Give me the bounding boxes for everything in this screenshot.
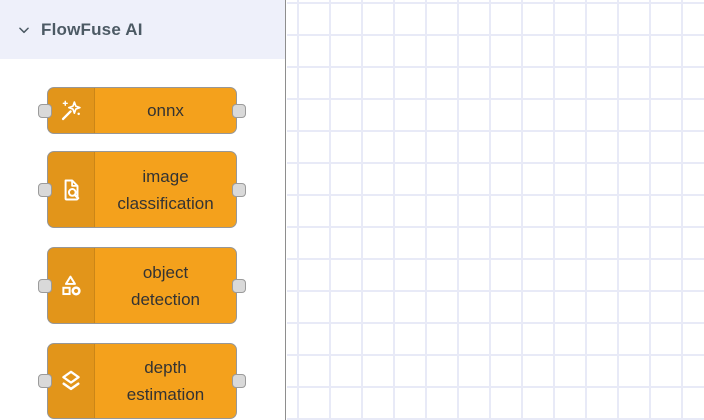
palette-node-object-detection[interactable]: object detection <box>38 247 246 324</box>
output-port[interactable] <box>232 182 246 197</box>
file-search-icon <box>58 177 84 203</box>
wand-sparkles-icon <box>60 99 83 122</box>
node-label: object detection <box>95 248 236 323</box>
node-label: image classification <box>95 152 236 227</box>
node-icon-section <box>48 152 95 227</box>
node-label-line: detection <box>131 289 200 309</box>
node-icon-section <box>48 344 95 418</box>
palette-node-depth-estimation[interactable]: depth estimation <box>38 343 246 419</box>
node-label: depth estimation <box>95 344 236 418</box>
palette-node-image-classification[interactable]: image classification <box>38 151 246 228</box>
shapes-icon <box>59 273 84 298</box>
node-icon-section <box>48 88 95 133</box>
node-label-line: depth <box>144 358 187 377</box>
flow-canvas[interactable] <box>286 0 704 420</box>
node-label: onnx <box>95 88 236 133</box>
palette-node-onnx[interactable]: onnx <box>38 87 246 134</box>
palette-category-header[interactable]: FlowFuse AI <box>0 0 285 59</box>
input-port[interactable] <box>38 103 52 118</box>
output-port[interactable] <box>232 103 246 118</box>
node-label-line: image <box>142 166 189 186</box>
node-label-line: object <box>142 262 189 282</box>
node-label-line: estimation <box>126 385 205 404</box>
node-label-line: classification <box>117 193 214 213</box>
input-port[interactable] <box>38 278 52 293</box>
input-port[interactable] <box>38 182 52 197</box>
node-palette: FlowFuse AI onnx <box>0 0 286 420</box>
output-port[interactable] <box>232 278 246 293</box>
output-port[interactable] <box>232 374 246 388</box>
input-port[interactable] <box>38 374 52 388</box>
node-label-line: onnx <box>147 101 184 120</box>
layers-icon <box>58 368 84 394</box>
chevron-down-icon[interactable] <box>17 23 31 37</box>
palette-category-title: FlowFuse AI <box>41 19 143 39</box>
node-icon-section <box>48 248 95 323</box>
